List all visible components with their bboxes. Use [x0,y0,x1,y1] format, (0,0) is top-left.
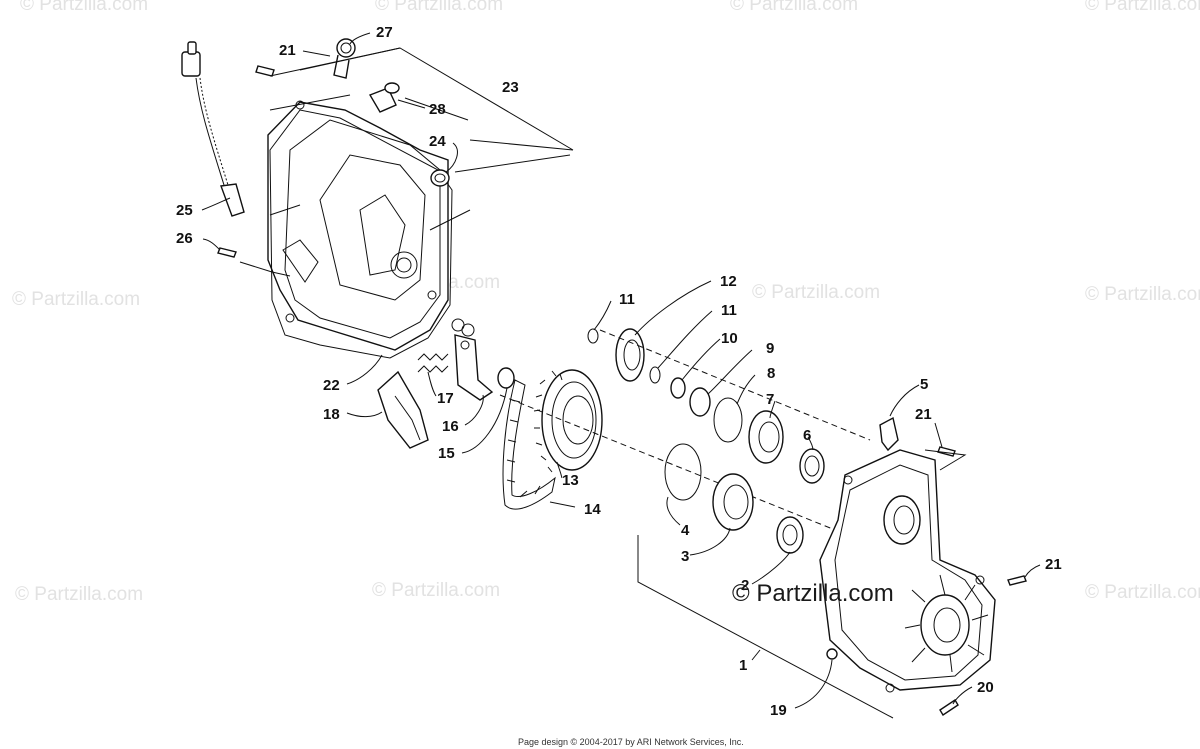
callout-23: 23 [502,79,519,96]
chain-tensioner-parts [377,318,515,449]
callout-labels: 1 2 3 4 5 6 7 8 9 10 11 11 12 13 14 15 1… [176,24,1062,719]
callout-5: 5 [920,376,928,393]
inner-chaincase [819,416,1027,716]
watermark: © Partzilla.com [375,0,503,15]
watermark: © Partzilla.com [372,580,500,601]
cover-gasket [269,109,453,359]
callout-21-right: 21 [1045,556,1062,573]
watermark-group: © Partzilla.com © Partzilla.com © Partzi… [12,0,1200,605]
watermark: © Partzilla.com [1085,582,1200,603]
upper-sprocket [587,328,645,382]
leader-lines [201,32,1041,719]
shafts-bearings-seals [499,329,871,554]
watermark: © Partzilla.com [1085,0,1200,15]
callout-12: 12 [720,273,737,290]
callout-8: 8 [767,365,775,382]
callout-17: 17 [437,390,454,407]
small-hardware [217,38,450,258]
callout-24: 24 [429,133,446,150]
callout-15: 15 [438,445,455,462]
callout-9: 9 [766,340,774,357]
outer-chaincase-cover [267,100,449,351]
callout-4: 4 [681,522,690,539]
lower-sprocket [533,369,603,473]
callout-13: 13 [562,472,579,489]
callout-3: 3 [681,548,689,565]
callout-14: 14 [584,501,601,518]
watermark: © Partzilla.com [20,0,148,15]
callout-7: 7 [766,391,774,408]
callout-1: 1 [739,657,747,674]
callout-18: 18 [323,406,340,423]
watermark: © Partzilla.com [730,0,858,15]
callout-22: 22 [323,377,340,394]
callout-27: 27 [376,24,393,41]
callout-26: 26 [176,230,193,247]
callout-11: 11 [619,291,635,308]
watermark: © Partzilla.com [15,584,143,605]
callout-25: 25 [176,202,193,219]
callout-21-right-top: 21 [915,406,932,423]
callout-11-right: 11 [721,302,737,319]
watermark: © Partzilla.com [1085,284,1200,305]
callout-28: 28 [429,101,446,118]
speed-sensor-harness [181,41,245,217]
callout-19: 19 [770,702,787,719]
callout-6: 6 [803,427,811,444]
watermark: © Partzilla.com [12,289,140,310]
callout-20: 20 [977,679,994,696]
callout-10: 10 [721,330,738,347]
callout-16: 16 [442,418,459,435]
watermark-strong: © Partzilla.com [732,580,894,607]
callout-21-top: 21 [279,42,296,59]
watermark: © Partzilla.com [752,282,880,303]
drive-chain [502,379,556,510]
page-footer: Page design © 2004-2017 by ARI Network S… [518,737,744,747]
callout-2: 2 [741,577,749,594]
